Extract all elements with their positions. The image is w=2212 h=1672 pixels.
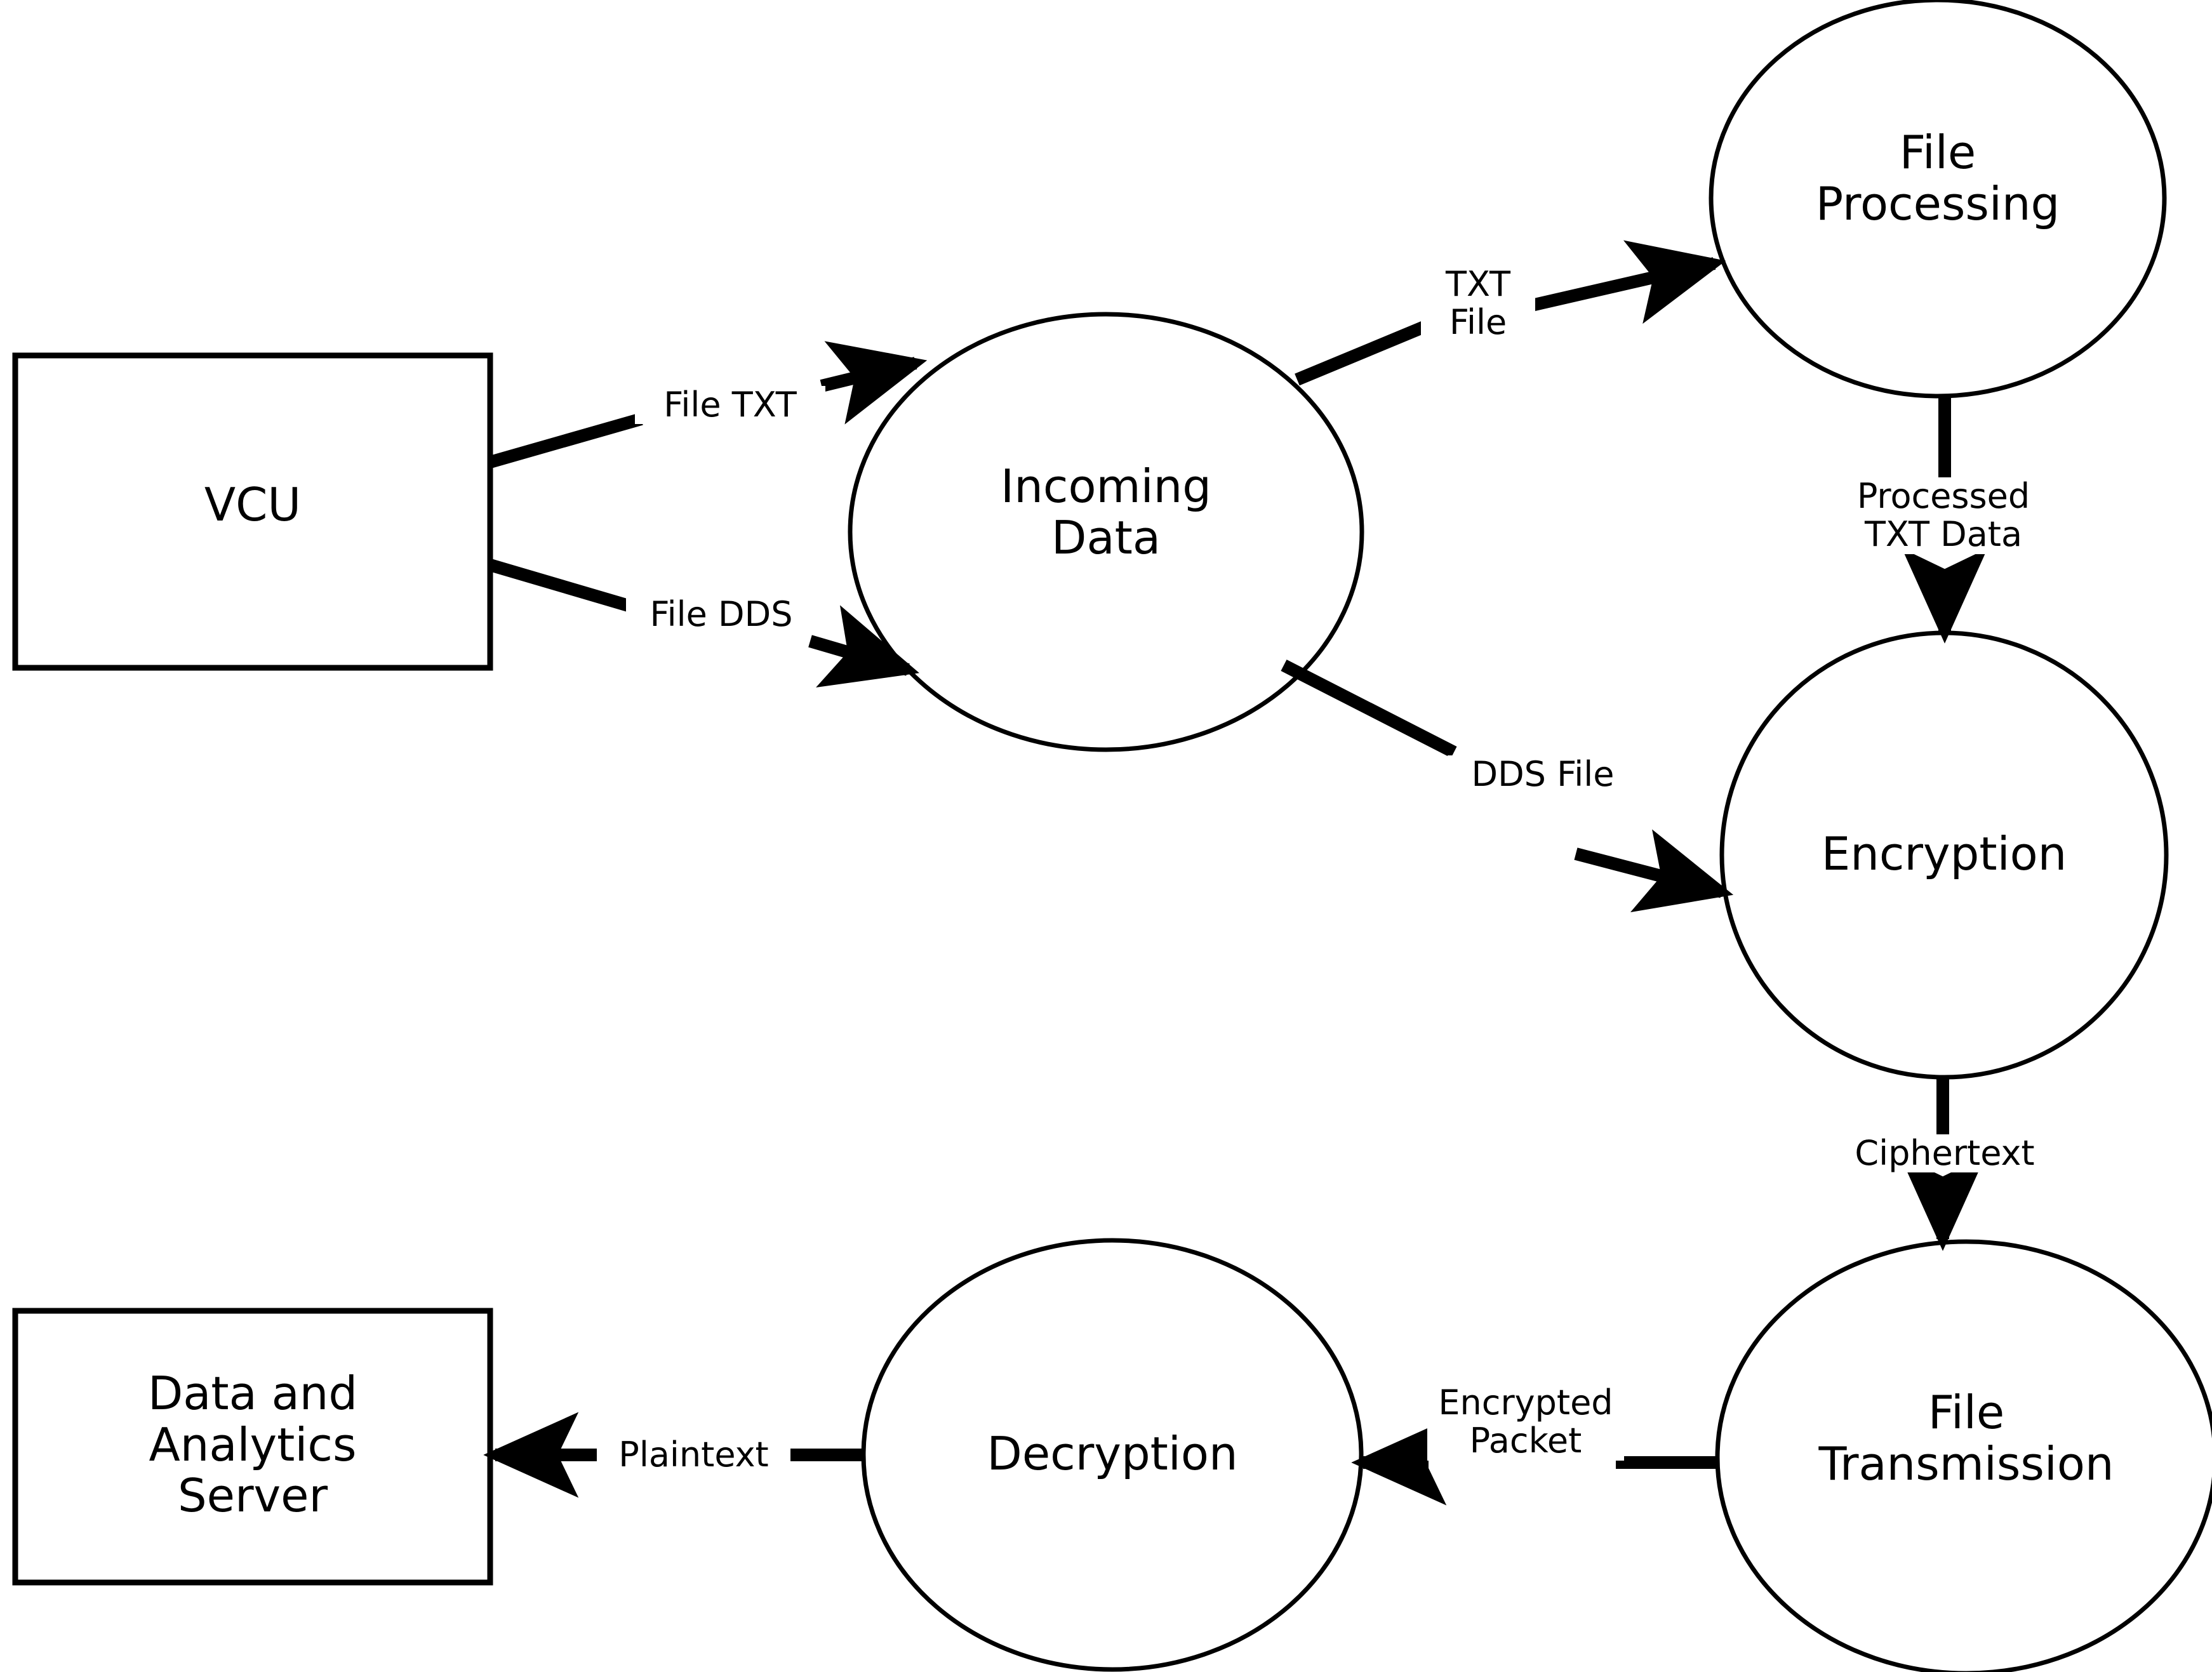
node-encryption-shape[interactable] [1719, 630, 2169, 1080]
edge-file-txt-segment-a [488, 413, 643, 468]
edge-file-dds-segment-b [808, 605, 919, 687]
edge-txt-file-segment-b [1527, 240, 1726, 324]
edge-txt-file-segment-a [1295, 319, 1431, 386]
edge-dds-file-segment-b [1574, 829, 1734, 913]
node-incoming-data-shape[interactable] [848, 312, 1364, 752]
node-vcu-shape[interactable] [12, 352, 493, 671]
node-analytics-server-shape[interactable] [12, 1308, 493, 1586]
node-file-processing-shape[interactable] [1709, 0, 2167, 399]
edge-file-dds-segment-a [488, 559, 643, 616]
node-decryption-shape[interactable] [861, 1238, 1364, 1672]
edge-file-txt-segment-b [820, 341, 928, 425]
node-file-transmission-shape[interactable] [1715, 1239, 2212, 1672]
edge-dds-file-segment-a [1281, 660, 1457, 758]
